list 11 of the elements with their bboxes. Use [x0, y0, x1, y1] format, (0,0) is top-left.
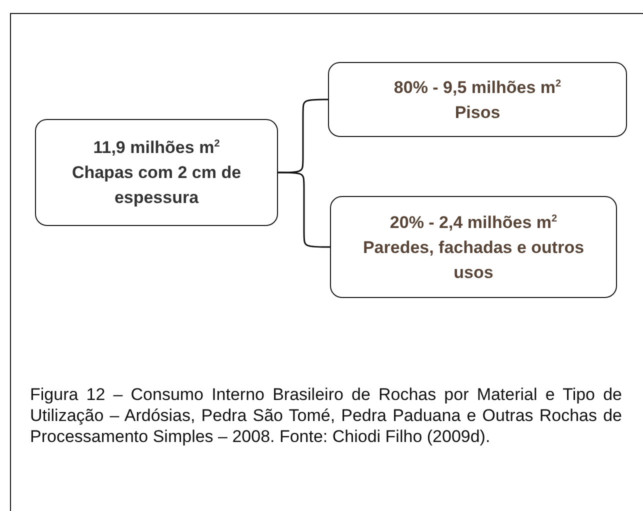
rounded-box	[330, 196, 617, 298]
brace-connector	[278, 172, 330, 248]
rounded-box	[35, 119, 278, 226]
node-heading: 80% - 9,5 milhões m$^{2}$	[394, 76, 562, 98]
node-text: Chapas com 2 cm de espessura	[70, 162, 242, 209]
node-heading: 11,9 milhões m$^{2}$	[93, 137, 220, 159]
node-text: Pisos	[454, 102, 500, 124]
node-heading: 20% - 2,4 milhões m$^{2}$	[390, 212, 558, 234]
rounded-box	[328, 62, 627, 137]
node-text: Paredes, fachadas e outros usos	[362, 236, 586, 284]
figure-caption: Figura 12 – Consumo Interno Brasileiro de Rochas por Material e Tipo de Utilização – Ardósias, Pedra São Tomé, Pedra Paduana e Outras Rochas de Processamento Simples – 2008. Fonte: Chiodi Filho (2009d).	[30, 384, 622, 447]
